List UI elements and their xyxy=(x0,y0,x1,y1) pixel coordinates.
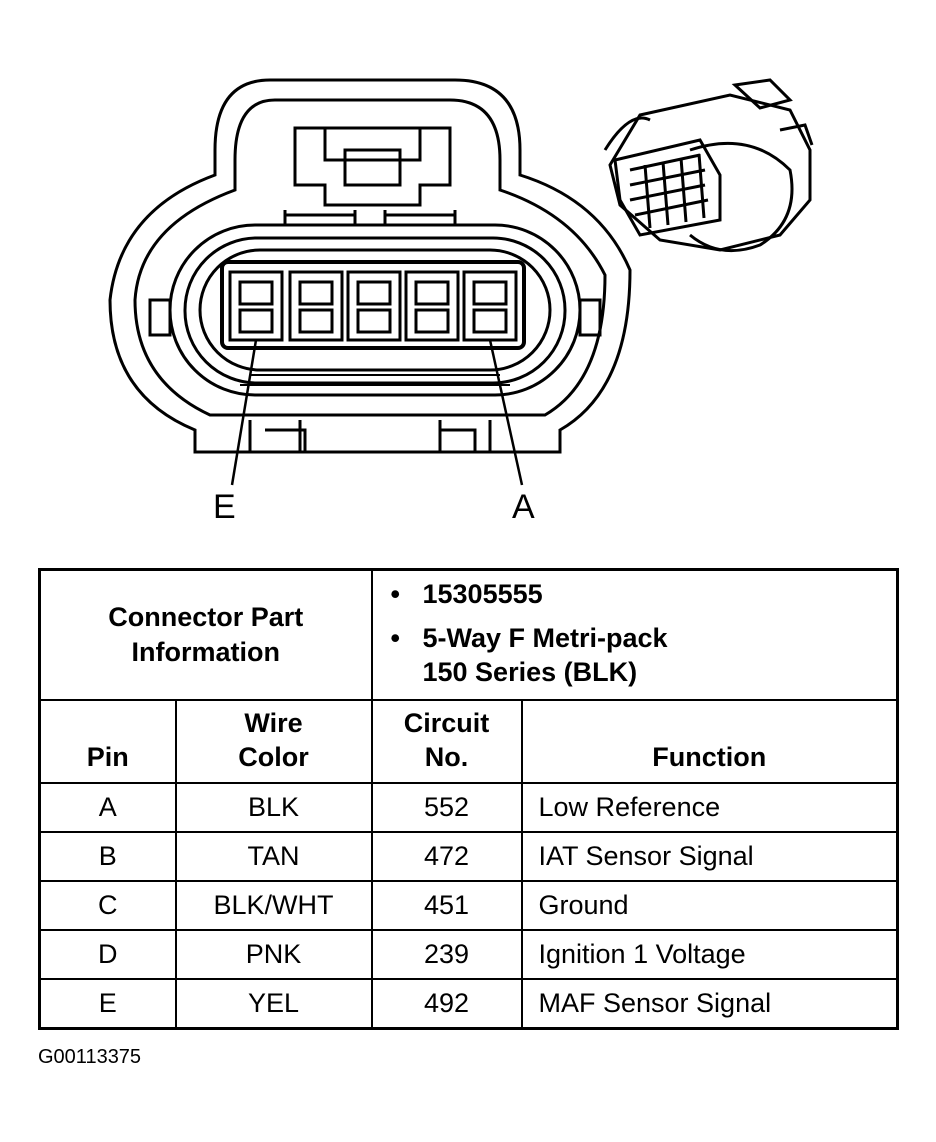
cell-wire-color: PNK xyxy=(174,929,373,980)
connector-info-row: Connector Part Information • 15305555 • … xyxy=(38,568,899,701)
table-row: B TAN 472 IAT Sensor Signal xyxy=(38,831,899,882)
bullet: • xyxy=(390,579,400,609)
cell-wire-color: BLK/WHT xyxy=(174,880,373,931)
cell-pin: D xyxy=(38,929,177,980)
cavity-b xyxy=(404,270,460,342)
table-row: A BLK 552 Low Reference xyxy=(38,782,899,833)
connector-pinout-table: Connector Part Information • 15305555 • … xyxy=(38,568,899,1030)
cell-wire-color: TAN xyxy=(174,831,373,882)
connector-type-line-2: 150 Series (BLK) xyxy=(422,657,638,687)
cell-circuit: 492 xyxy=(370,978,523,1029)
cell-function: MAF Sensor Signal xyxy=(520,978,899,1029)
cavity-d xyxy=(288,270,344,342)
cell-circuit: 451 xyxy=(370,880,523,931)
cell-function: IAT Sensor Signal xyxy=(520,831,899,882)
bullet: • xyxy=(390,623,400,653)
connector-perspective-view xyxy=(603,78,814,253)
cavity-e xyxy=(228,270,284,342)
connector-type-line-1: 5-Way F Metri-pack xyxy=(422,623,668,653)
connector-part-details: • 15305555 • 5-Way F Metri-pack 150 Seri… xyxy=(370,568,899,701)
part-number-item: • 15305555 xyxy=(391,577,897,611)
part-number: 15305555 xyxy=(422,579,543,609)
heading-line-1: Connector Part xyxy=(108,602,304,632)
pin-label-e: E xyxy=(213,488,236,526)
connector-type-item: • 5-Way F Metri-pack 150 Series (BLK) xyxy=(391,621,897,689)
cell-pin: B xyxy=(38,831,177,882)
pin-leader-lines xyxy=(230,339,524,486)
cell-circuit: 239 xyxy=(370,929,523,980)
cell-function: Low Reference xyxy=(520,782,899,833)
table-row: D PNK 239 Ignition 1 Voltage xyxy=(38,929,899,980)
cavity-a xyxy=(462,270,518,342)
cell-pin: E xyxy=(38,978,177,1029)
cell-function: Ignition 1 Voltage xyxy=(520,929,899,980)
pin-cavities xyxy=(228,270,518,342)
table-row: C BLK/WHT 451 Ground xyxy=(38,880,899,931)
cell-pin: A xyxy=(38,782,177,833)
heading-line-2: Information xyxy=(131,637,281,667)
cell-wire-color: YEL xyxy=(174,978,373,1029)
cell-function: Ground xyxy=(520,880,899,931)
cell-circuit: 552 xyxy=(370,782,523,833)
col-header-function: Function xyxy=(520,699,899,784)
figure-id: G00113375 xyxy=(38,1046,142,1068)
col-header-pin: Pin xyxy=(38,699,177,784)
connector-part-information-heading: Connector Part Information xyxy=(38,568,373,701)
table-row: E YEL 492 MAF Sensor Signal xyxy=(38,978,899,1029)
connector-diagram xyxy=(108,78,814,486)
pin-label-a: A xyxy=(512,488,535,526)
cell-wire-color: BLK xyxy=(174,782,373,833)
connector-face-view xyxy=(108,78,632,454)
cavity-c xyxy=(346,270,402,342)
cell-circuit: 472 xyxy=(370,831,523,882)
cell-pin: C xyxy=(38,880,177,931)
